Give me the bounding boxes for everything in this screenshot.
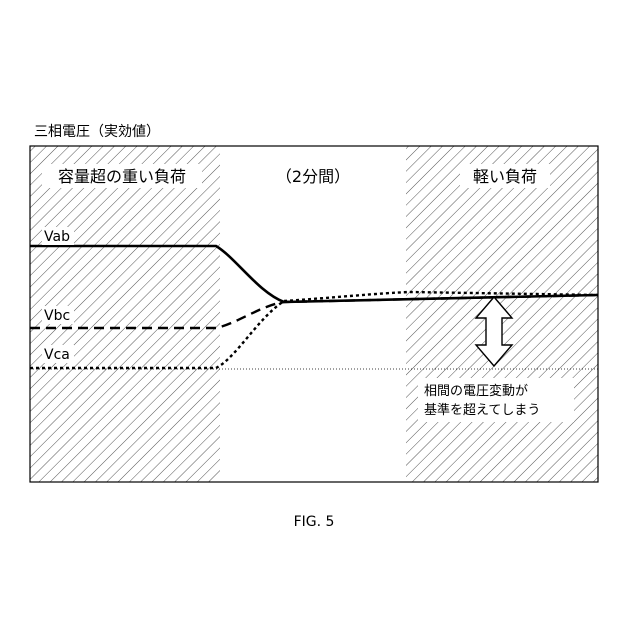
series-label-vca: Vca bbox=[44, 347, 70, 363]
annotation-line-2: 基準を超えてしまう bbox=[424, 402, 540, 418]
chart-title: 三相電圧（実効値） bbox=[34, 124, 160, 140]
region-transition bbox=[220, 146, 406, 482]
series-label-vab: Vab bbox=[44, 229, 70, 245]
series-label-vbc: Vbc bbox=[44, 308, 70, 324]
annotation-line-1: 相間の電圧変動が bbox=[424, 383, 528, 399]
region-label-heavy: 容量超の重い負荷 bbox=[58, 167, 186, 186]
figure-caption: FIG. 5 bbox=[294, 514, 335, 530]
region-label-duration: （2分間） bbox=[276, 167, 350, 186]
region-label-light: 軽い負荷 bbox=[473, 167, 537, 186]
